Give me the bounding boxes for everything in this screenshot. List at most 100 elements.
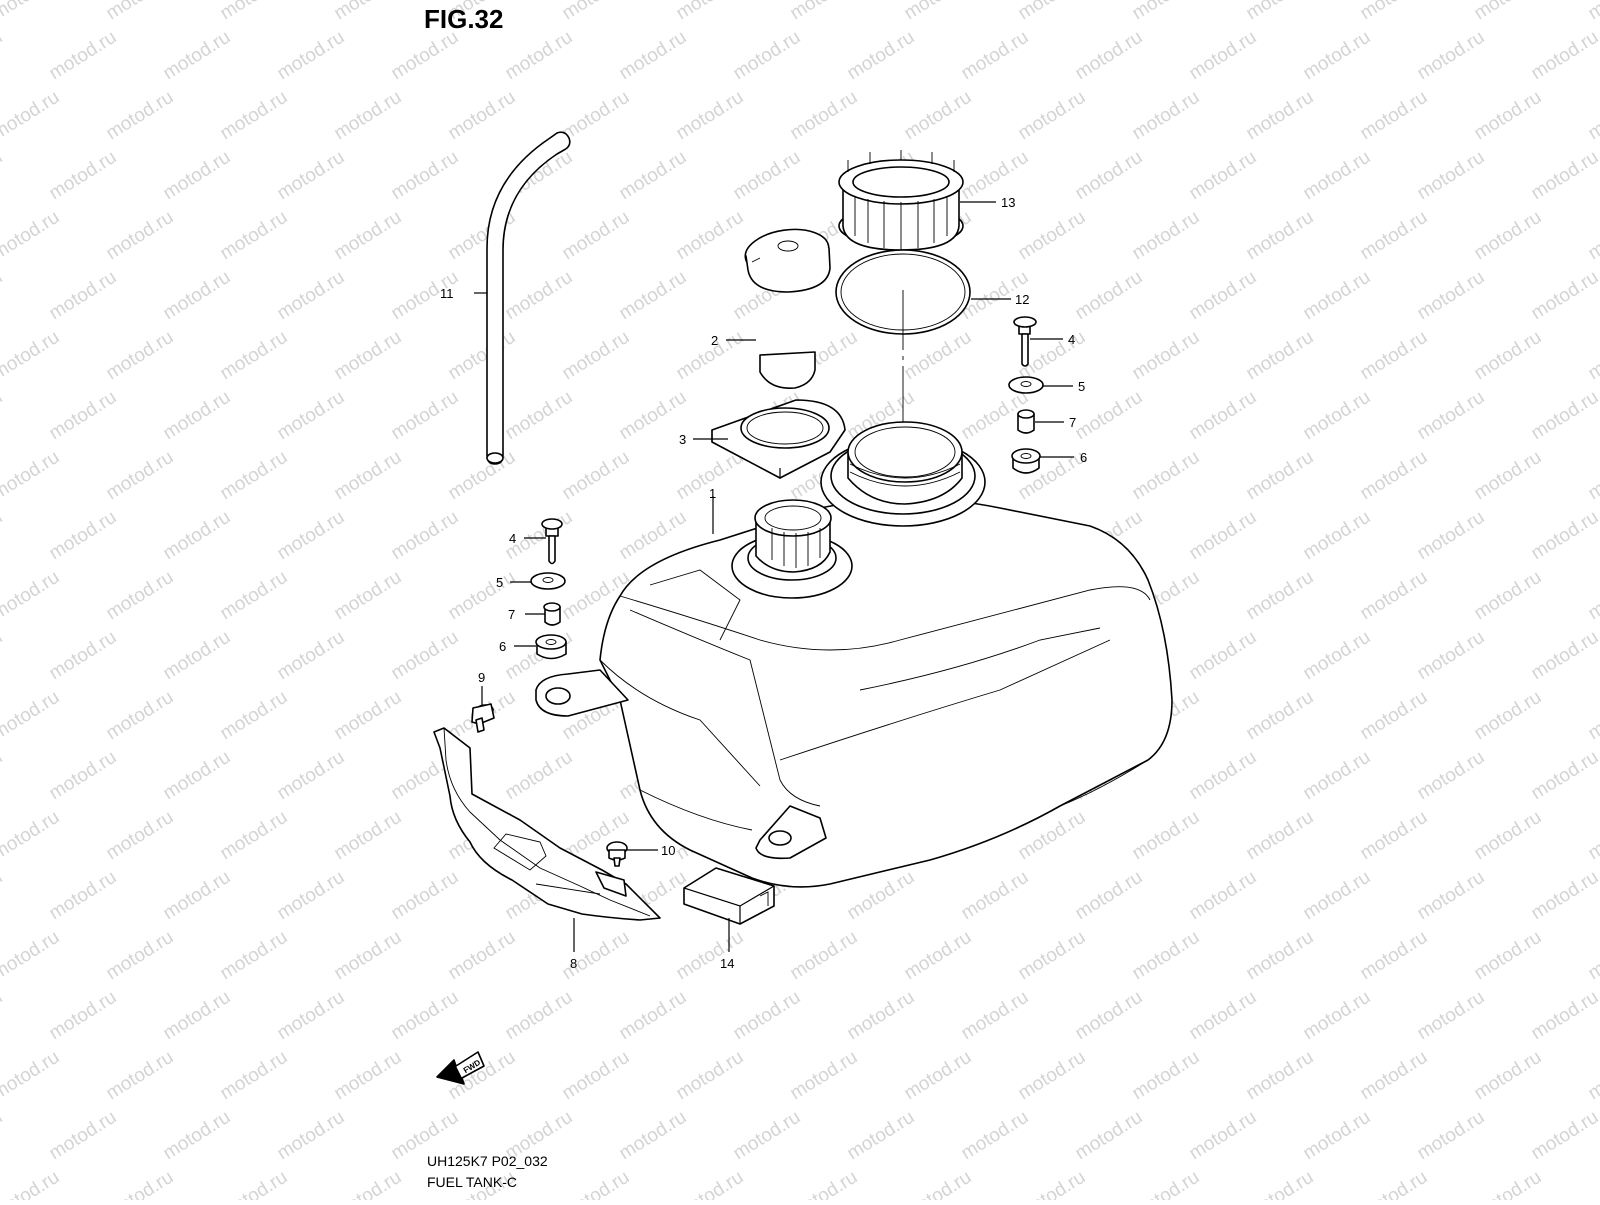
watermark-text: motod.ru xyxy=(673,87,748,145)
watermark-text: motod.ru xyxy=(445,447,520,505)
watermark-text: motod.ru xyxy=(1471,1167,1546,1200)
watermark-text: motod.ru xyxy=(1015,927,1090,985)
watermark-text: motod.ru xyxy=(217,687,292,745)
part-screw xyxy=(606,841,628,867)
watermark-text: motod.ru xyxy=(1585,207,1600,265)
watermark-text: motod.ru xyxy=(901,1167,976,1200)
watermark-text: motod.ru xyxy=(559,447,634,505)
watermark-text: motod.ru xyxy=(1243,0,1318,24)
watermark-text: motod.ru xyxy=(0,1107,6,1165)
part-breather-hose xyxy=(486,131,571,465)
diagram-code: UH125K7 P02_032 xyxy=(427,1153,548,1169)
watermark-text: motod.ru xyxy=(1471,207,1546,265)
watermark-text: motod.ru xyxy=(901,927,976,985)
watermark-text: motod.ru xyxy=(1357,687,1432,745)
watermark-text: motod.ru xyxy=(1300,27,1375,85)
watermark-text: motod.ru xyxy=(1243,567,1318,625)
watermark-text: motod.ru xyxy=(1186,387,1261,445)
callout-6-left: 6 xyxy=(499,639,506,654)
watermark-text: motod.ru xyxy=(1243,807,1318,865)
watermark-text: motod.ru xyxy=(1300,1107,1375,1165)
watermark-text: motod.ru xyxy=(1072,1107,1147,1165)
watermark-text: motod.ru xyxy=(388,867,463,925)
watermark-text: motod.ru xyxy=(0,507,6,565)
watermark-text: motod.ru xyxy=(1528,987,1600,1045)
watermark-text: motod.ru xyxy=(1471,447,1546,505)
watermark-text: motod.ru xyxy=(1357,327,1432,385)
watermark-text: motod.ru xyxy=(1471,0,1546,24)
watermark-text: motod.ru xyxy=(1585,87,1600,145)
watermark-text: motod.ru xyxy=(1357,927,1432,985)
watermark-text: motod.ru xyxy=(331,207,406,265)
watermark-text: motod.ru xyxy=(1528,507,1600,565)
watermark-text: motod.ru xyxy=(274,147,349,205)
watermark-text: motod.ru xyxy=(274,507,349,565)
callout-4-right: 4 xyxy=(1068,332,1075,347)
watermark-text: motod.ru xyxy=(217,927,292,985)
callout-2: 2 xyxy=(711,333,718,348)
watermark-text: motod.ru xyxy=(160,27,235,85)
watermark-text: motod.ru xyxy=(1186,27,1261,85)
watermark-text: motod.ru xyxy=(958,987,1033,1045)
watermark-text: motod.ru xyxy=(844,1107,919,1165)
callout-3: 3 xyxy=(679,432,686,447)
callout-9: 9 xyxy=(478,670,485,685)
watermark-text: motod.ru xyxy=(1243,1047,1318,1105)
watermark-text: motod.ru xyxy=(1528,747,1600,805)
watermark-text: motod.ru xyxy=(1015,1167,1090,1200)
watermark-text: motod.ru xyxy=(274,27,349,85)
watermark-text: motod.ru xyxy=(0,267,6,325)
watermark-text: motod.ru xyxy=(46,627,121,685)
watermark-text: motod.ru xyxy=(502,27,577,85)
watermark-text: motod.ru xyxy=(0,567,63,625)
watermark-text: motod.ru xyxy=(1528,867,1600,925)
watermark-text: motod.ru xyxy=(1357,1047,1432,1105)
watermark-text: motod.ru xyxy=(217,1047,292,1105)
watermark-text: motod.ru xyxy=(1300,987,1375,1045)
callout-13: 13 xyxy=(1001,195,1015,210)
watermark-text: motod.ru xyxy=(331,687,406,745)
watermark-text: motod.ru xyxy=(331,927,406,985)
watermark-text: motod.ru xyxy=(1129,327,1204,385)
watermark-text: motod.ru xyxy=(1414,507,1489,565)
watermark-text: motod.ru xyxy=(217,567,292,625)
watermark-text: motod.ru xyxy=(1357,0,1432,24)
watermark-text: motod.ru xyxy=(1528,147,1600,205)
watermark-text: motod.ru xyxy=(103,1047,178,1105)
watermark-text: motod.ru xyxy=(502,387,577,445)
watermark-text: motod.ru xyxy=(1129,207,1204,265)
watermark-text: motod.ru xyxy=(1528,1107,1600,1165)
watermark-text: motod.ru xyxy=(445,327,520,385)
watermark-text: motod.ru xyxy=(1471,687,1546,745)
watermark-text: motod.ru xyxy=(1414,987,1489,1045)
watermark-text: motod.ru xyxy=(1072,27,1147,85)
watermark-text: motod.ru xyxy=(1471,1047,1546,1105)
watermark-text: motod.ru xyxy=(1243,927,1318,985)
watermark-text: motod.ru xyxy=(1585,567,1600,625)
callout-5-right: 5 xyxy=(1078,379,1085,394)
watermark-text: motod.ru xyxy=(160,867,235,925)
watermark-text: motod.ru xyxy=(1471,327,1546,385)
watermark-text: motod.ru xyxy=(46,1107,121,1165)
watermark-text: motod.ru xyxy=(0,927,63,985)
watermark-text: motod.ru xyxy=(217,87,292,145)
watermark-text: motod.ru xyxy=(1300,627,1375,685)
watermark-text: motod.ru xyxy=(1357,207,1432,265)
watermark-text: motod.ru xyxy=(46,747,121,805)
watermark-text: motod.ru xyxy=(388,507,463,565)
watermark-text: motod.ru xyxy=(1585,1047,1600,1105)
watermark-text: motod.ru xyxy=(616,1107,691,1165)
watermark-text: motod.ru xyxy=(1357,1167,1432,1200)
watermark-text: motod.ru xyxy=(160,987,235,1045)
watermark-text: motod.ru xyxy=(1186,267,1261,325)
part-fuel-cap xyxy=(744,228,831,389)
watermark-text: motod.ru xyxy=(1129,807,1204,865)
watermark-text: motod.ru xyxy=(331,87,406,145)
watermark-text: motod.ru xyxy=(445,87,520,145)
watermark-text: motod.ru xyxy=(1414,267,1489,325)
watermark-text: motod.ru xyxy=(331,447,406,505)
watermark-text: motod.ru xyxy=(46,987,121,1045)
watermark-text: motod.ru xyxy=(46,27,121,85)
watermark-text: motod.ru xyxy=(0,987,6,1045)
watermark-text: motod.ru xyxy=(958,147,1033,205)
